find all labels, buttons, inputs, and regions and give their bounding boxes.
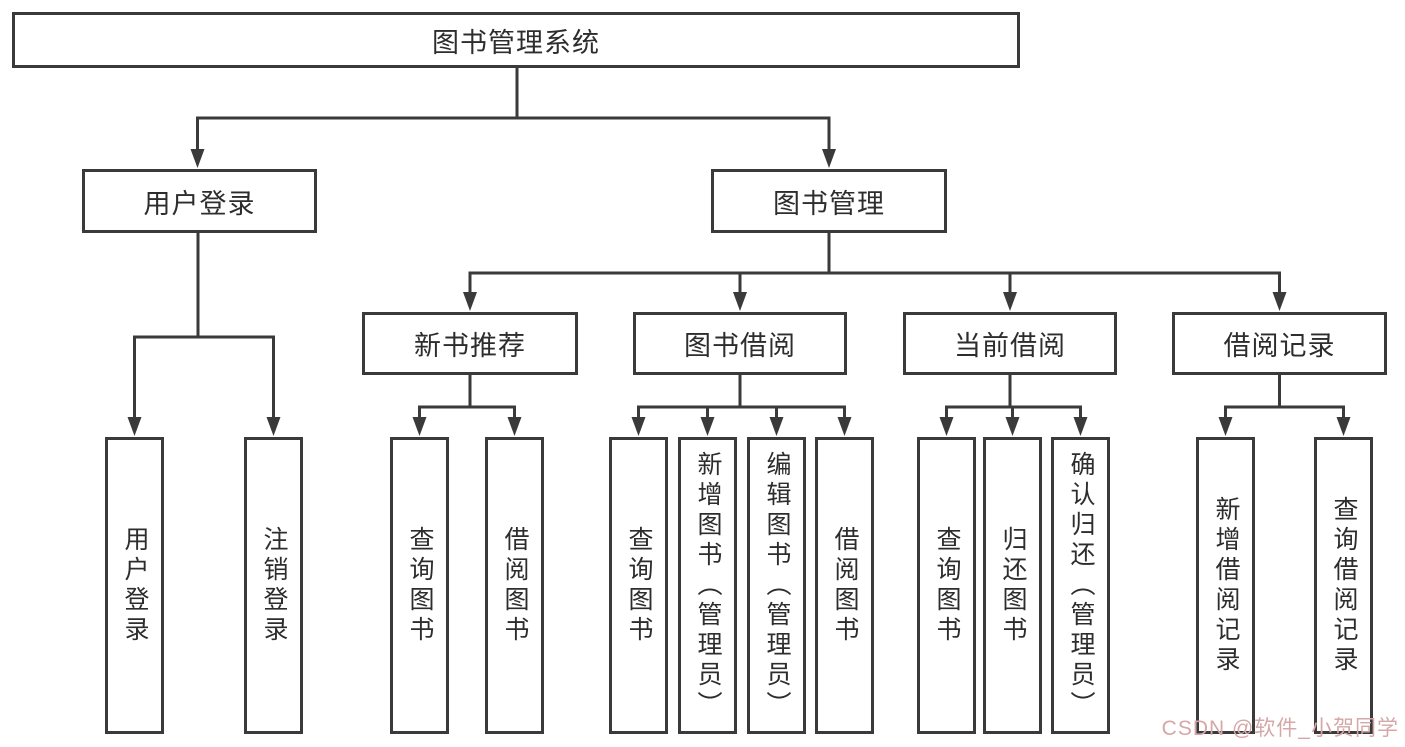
node-label: 新增借阅记录 [1212, 495, 1240, 676]
leaf-records-add-record: 新增借阅记录 [1196, 437, 1255, 734]
node-label: 用户登录 [143, 188, 256, 219]
csdn-watermark: CSDN @软件_小贺同学 [1161, 717, 1399, 740]
node-label: 用户登录 [121, 525, 149, 646]
leaf-borrow-edit-books-admin: 编辑图书（管理员） [747, 437, 806, 734]
node-new-book-recommend: 新书推荐 [362, 312, 578, 375]
node-label: 新书推荐 [414, 331, 526, 361]
node-library-system: 图书管理系统 [12, 12, 1020, 68]
leaf-borrow-add-books-admin: 新增图书（管理员） [678, 437, 737, 734]
arrowhead-icons [127, 149, 1351, 436]
node-user-login: 用户登录 [82, 169, 317, 233]
leaf-user-login: 用户登录 [105, 437, 164, 734]
leaf-current-confirm-return-admin: 确认归还（管理员） [1051, 437, 1110, 734]
node-label: 借阅图书 [501, 525, 529, 646]
node-label: 新增图书（管理员） [694, 450, 722, 721]
node-label: 借阅记录 [1223, 331, 1336, 361]
node-book-management: 图书管理 [711, 169, 947, 233]
leaf-borrow-borrow-books: 借阅图书 [815, 437, 874, 734]
node-label: 归还图书 [999, 525, 1027, 646]
node-label: 当前借阅 [954, 331, 1066, 361]
node-label: 图书借阅 [684, 331, 796, 361]
node-label: 查询图书 [406, 525, 434, 646]
leaf-records-query-record: 查询借阅记录 [1314, 437, 1373, 734]
node-label: 查询图书 [933, 525, 961, 646]
leaf-logout: 注销登录 [244, 437, 303, 734]
node-label: 查询借阅记录 [1330, 495, 1358, 676]
node-borrow-records: 借阅记录 [1172, 312, 1387, 375]
leaf-current-return-books: 归还图书 [983, 437, 1042, 734]
node-current-borrow: 当前借阅 [903, 312, 1117, 375]
leaf-current-query-books: 查询图书 [917, 437, 976, 734]
node-book-borrow: 图书借阅 [633, 312, 847, 375]
node-label: 确认归还（管理员） [1067, 450, 1095, 721]
leaf-rec-query-books: 查询图书 [390, 437, 449, 734]
node-label: 图书管理 [773, 188, 885, 219]
node-label: 注销登录 [260, 525, 288, 646]
node-label: 查询图书 [625, 525, 653, 646]
node-label: 图书管理系统 [432, 27, 600, 58]
leaf-borrow-query-books: 查询图书 [609, 437, 668, 734]
leaf-rec-borrow-books: 借阅图书 [485, 437, 544, 734]
node-label: 借阅图书 [831, 525, 859, 646]
node-label: 编辑图书（管理员） [763, 450, 791, 721]
